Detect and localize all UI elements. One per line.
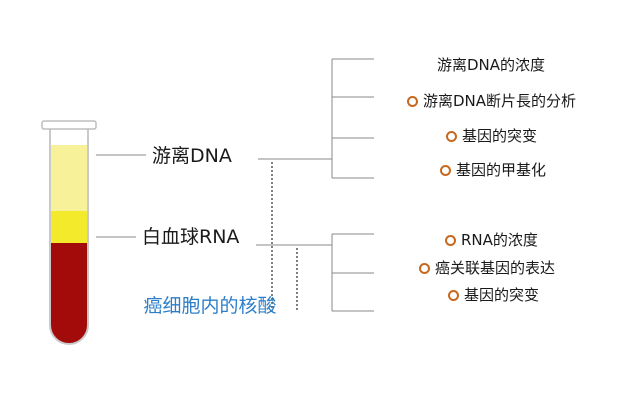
- rna-item-concentration: RNA的浓度: [445, 230, 538, 250]
- blood-tube-outline: [49, 128, 89, 345]
- rna-item-mutation: 基因的突变: [448, 285, 539, 305]
- dna-item-mutation: 基因的突变: [446, 126, 537, 146]
- blood-tube-rim: [41, 120, 97, 130]
- blood-tube-contents: [50, 128, 88, 344]
- label-cfdna: 游离DNA: [152, 145, 232, 167]
- dna-item-methylation: 基因的甲基化: [440, 160, 546, 180]
- bullet-icon: [446, 130, 457, 142]
- plasma-layer: [50, 145, 88, 211]
- label-cancer-nucleic-acid: 癌细胞内的核酸: [143, 295, 277, 317]
- dna-item-concentration: 游离DNA的浓度: [437, 56, 546, 74]
- red-cell-layer: [50, 243, 88, 344]
- bullet-icon: [445, 234, 456, 246]
- buffy-coat-layer: [50, 211, 88, 243]
- bullet-icon: [407, 95, 418, 107]
- bullet-icon: [448, 289, 459, 301]
- rna-item-expression: 癌关联基因的表达: [419, 258, 555, 278]
- dna-item-fragment-length: 游离DNA断片長的分析: [407, 91, 576, 111]
- bullet-icon: [419, 262, 430, 274]
- label-wbc-rna: 白血球RNA: [142, 226, 240, 248]
- bullet-icon: [440, 164, 451, 176]
